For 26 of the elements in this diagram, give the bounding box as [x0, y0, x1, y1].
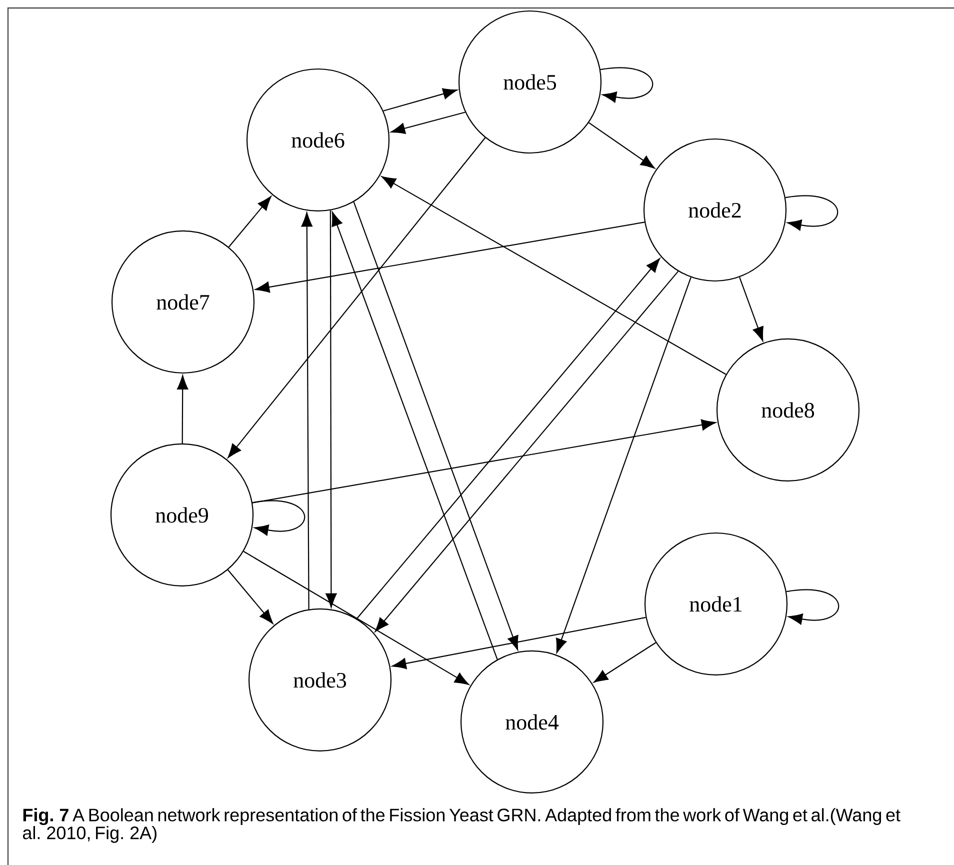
arrow: [381, 176, 726, 375]
arrow: [594, 642, 656, 683]
arrow: [252, 500, 305, 536]
arrow: [374, 270, 679, 632]
arrow: [255, 222, 645, 293]
arrow: [785, 195, 838, 231]
arrow: [556, 277, 692, 654]
arrow: [243, 550, 470, 685]
arrow: [326, 210, 337, 608]
figure-caption: Fig. 7 A Boolean network representation of the Fission Yeast GRN. Adapted from the work of Wang et al.(Wang et al. 2010, Fig. 2A): [22, 808, 900, 843]
arrow: [392, 616, 646, 670]
arrow: [228, 196, 272, 248]
arrow: [301, 212, 312, 610]
arrow: [600, 67, 653, 103]
arrow: [383, 88, 458, 112]
arrow: [356, 258, 660, 620]
arrow: [786, 589, 839, 625]
arrow: [332, 212, 498, 660]
arrow: [588, 122, 655, 169]
arrow: [228, 137, 486, 458]
arrow: [177, 375, 188, 444]
arrow: [390, 112, 466, 134]
arrow: [353, 202, 518, 650]
arrow: [252, 419, 716, 504]
arrow: [227, 570, 274, 624]
arrow: [739, 277, 764, 342]
